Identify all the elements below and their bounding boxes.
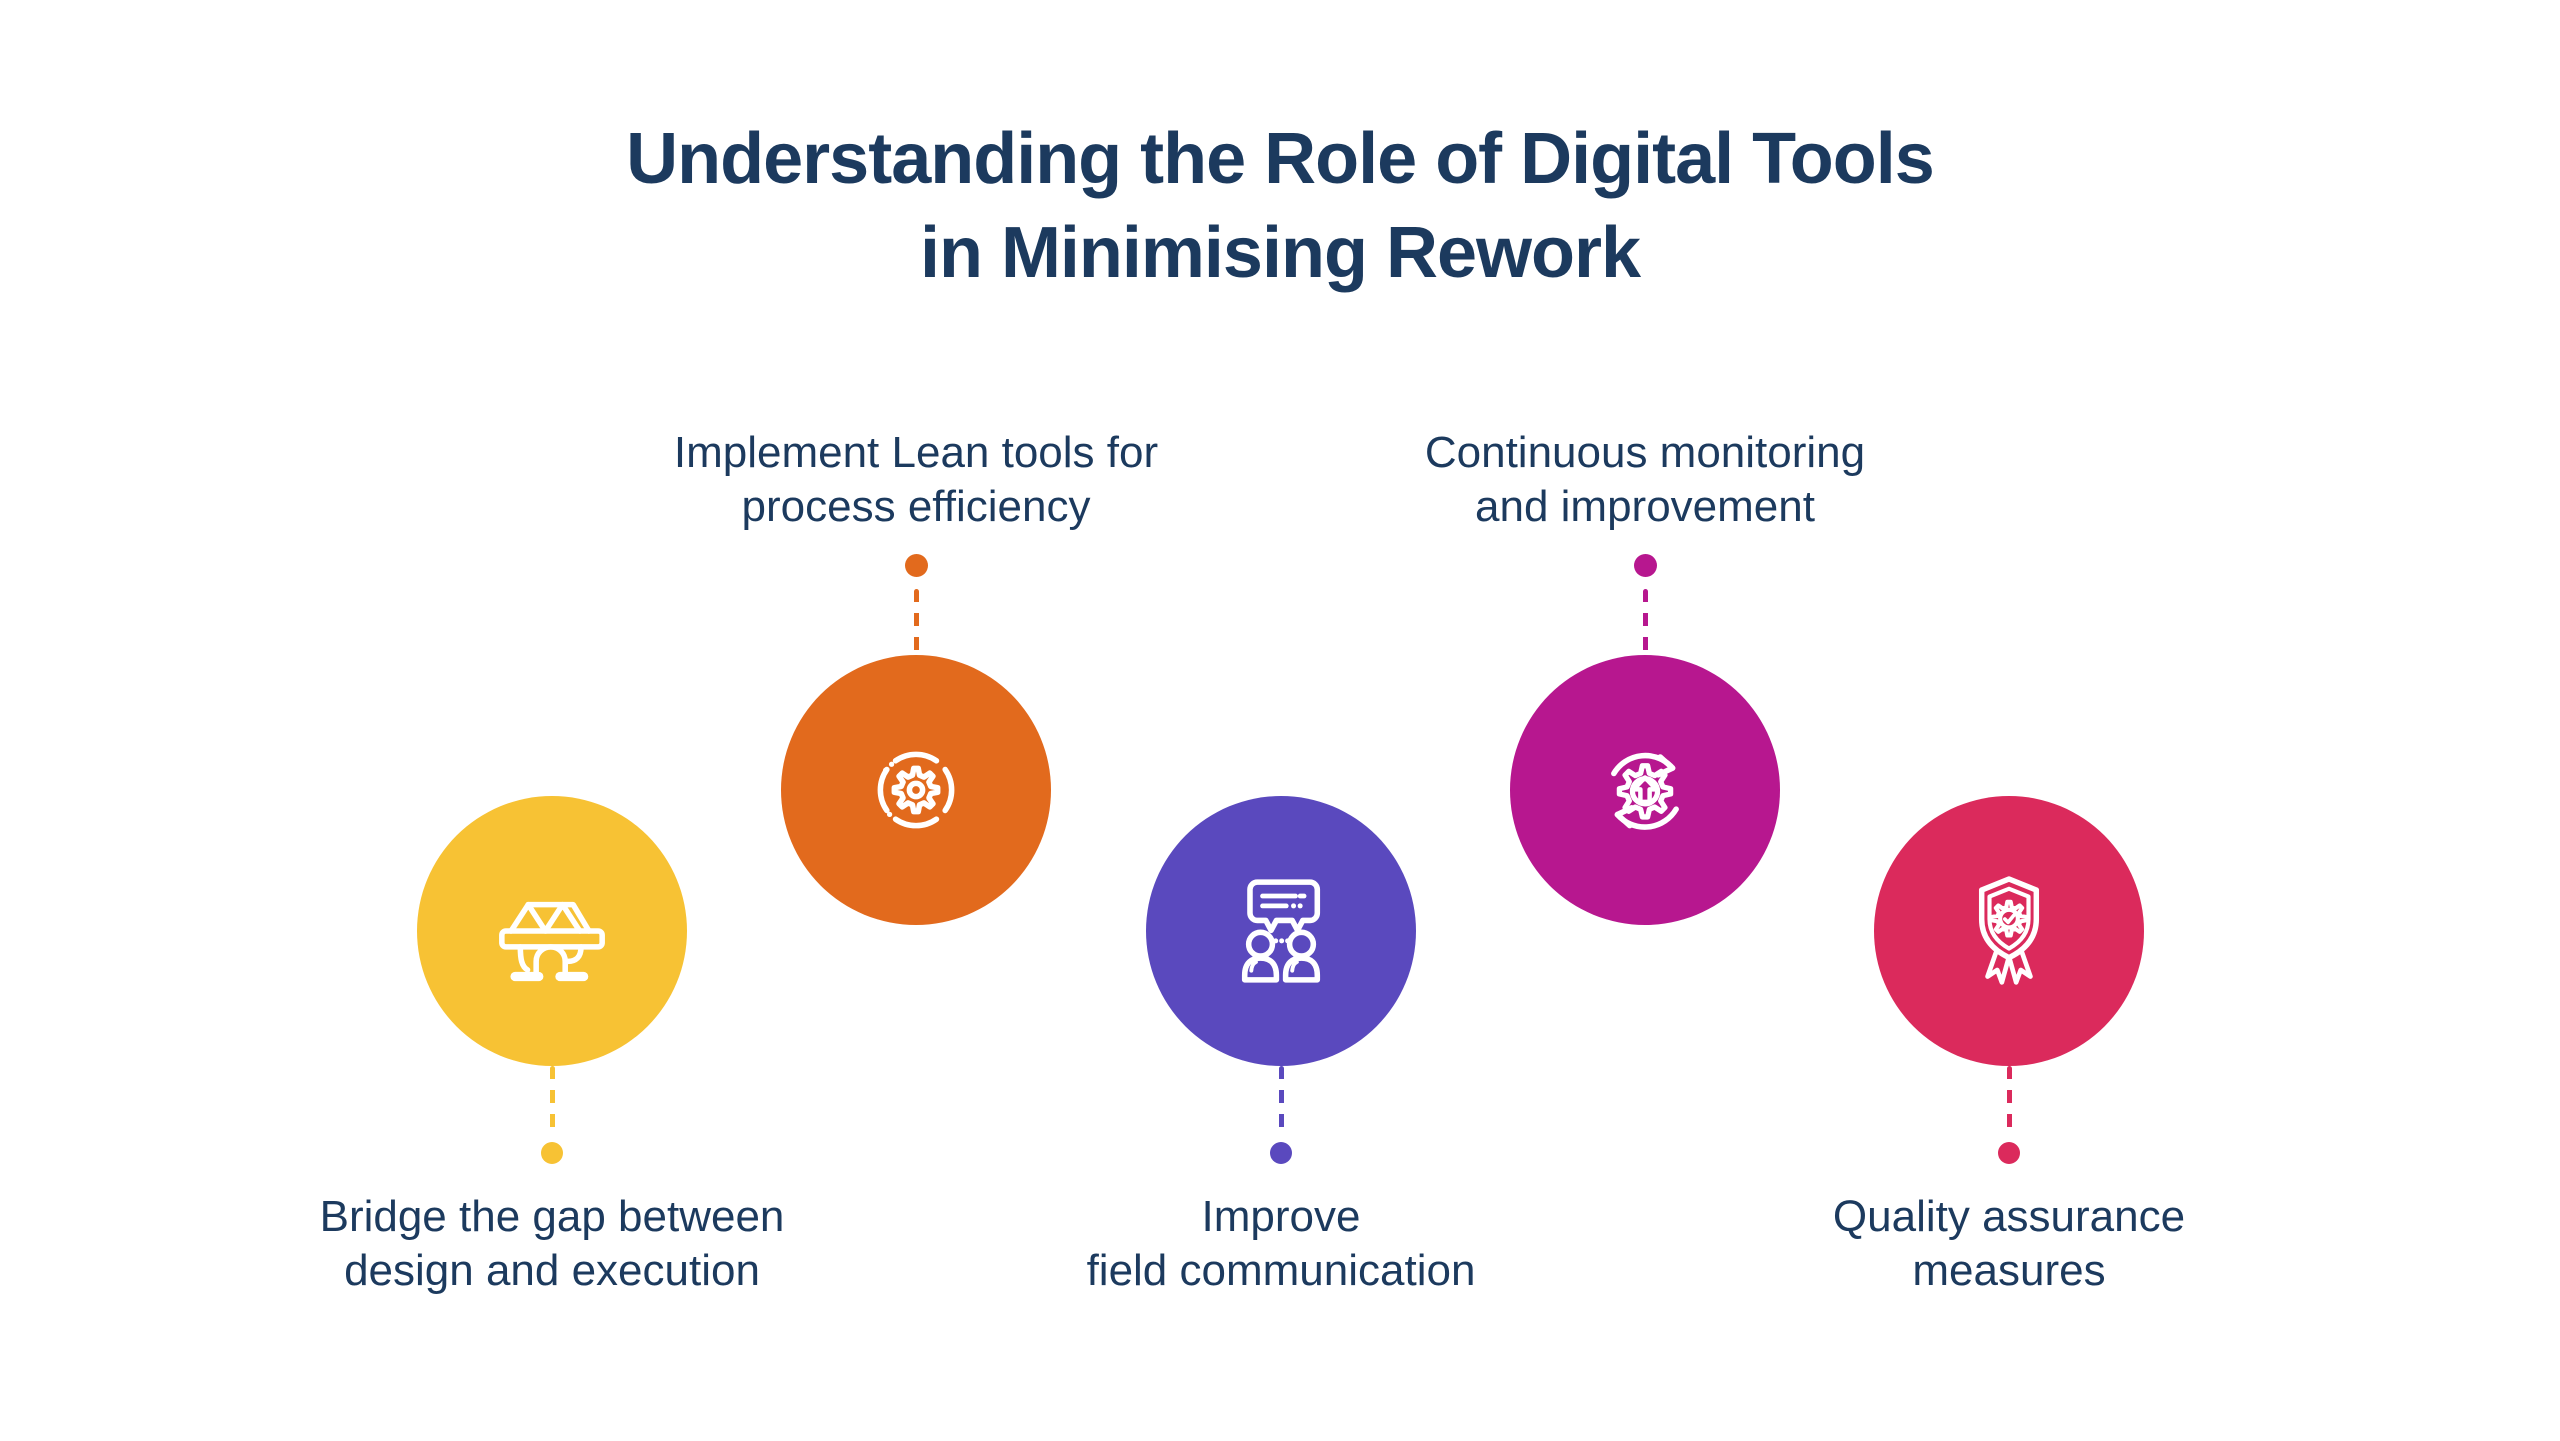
step-circle-lean-tools bbox=[781, 655, 1051, 925]
lean-process-gear-icon bbox=[877, 751, 955, 829]
connector-line bbox=[549, 1066, 555, 1136]
people-chat-icon bbox=[1241, 879, 1321, 983]
connector-dot bbox=[1270, 1142, 1292, 1164]
bridge-icon bbox=[499, 901, 605, 982]
connector-dot bbox=[541, 1142, 563, 1164]
connector-dot bbox=[1998, 1142, 2020, 1164]
page-title-line-2: in Minimising Rework bbox=[919, 213, 1641, 293]
step-label-field-communication: Improve field communication bbox=[1086, 1192, 1476, 1295]
page-title-line-1: Understanding the Role of Digital Tools bbox=[626, 119, 1935, 199]
connector-line bbox=[2006, 1066, 2012, 1136]
shield-badge-icon bbox=[1978, 876, 2040, 985]
connector-line bbox=[1642, 589, 1648, 655]
connector-dot bbox=[904, 554, 928, 577]
step-label-bridge-gap: Bridge the gap between design and execut… bbox=[319, 1192, 785, 1295]
step-circle-bridge-gap bbox=[417, 796, 687, 1066]
gear-refresh-icon bbox=[1611, 752, 1679, 830]
step-circle-quality-assurance bbox=[1874, 796, 2144, 1066]
page-title: Understanding the Role of Digital Tools … bbox=[0, 112, 2560, 300]
step-circle-field-communication bbox=[1146, 796, 1416, 1066]
step-label-lean-tools: Implement Lean tools for process efficie… bbox=[673, 428, 1159, 531]
connector-line bbox=[1278, 1066, 1284, 1136]
connector-line bbox=[913, 589, 919, 655]
step-label-continuous-monitoring: Continuous monitoring and improvement bbox=[1424, 428, 1866, 531]
step-label-quality-assurance: Quality assurance measures bbox=[1832, 1192, 2186, 1295]
step-circle-continuous-monitoring bbox=[1510, 655, 1780, 925]
connector-dot bbox=[1633, 554, 1657, 577]
